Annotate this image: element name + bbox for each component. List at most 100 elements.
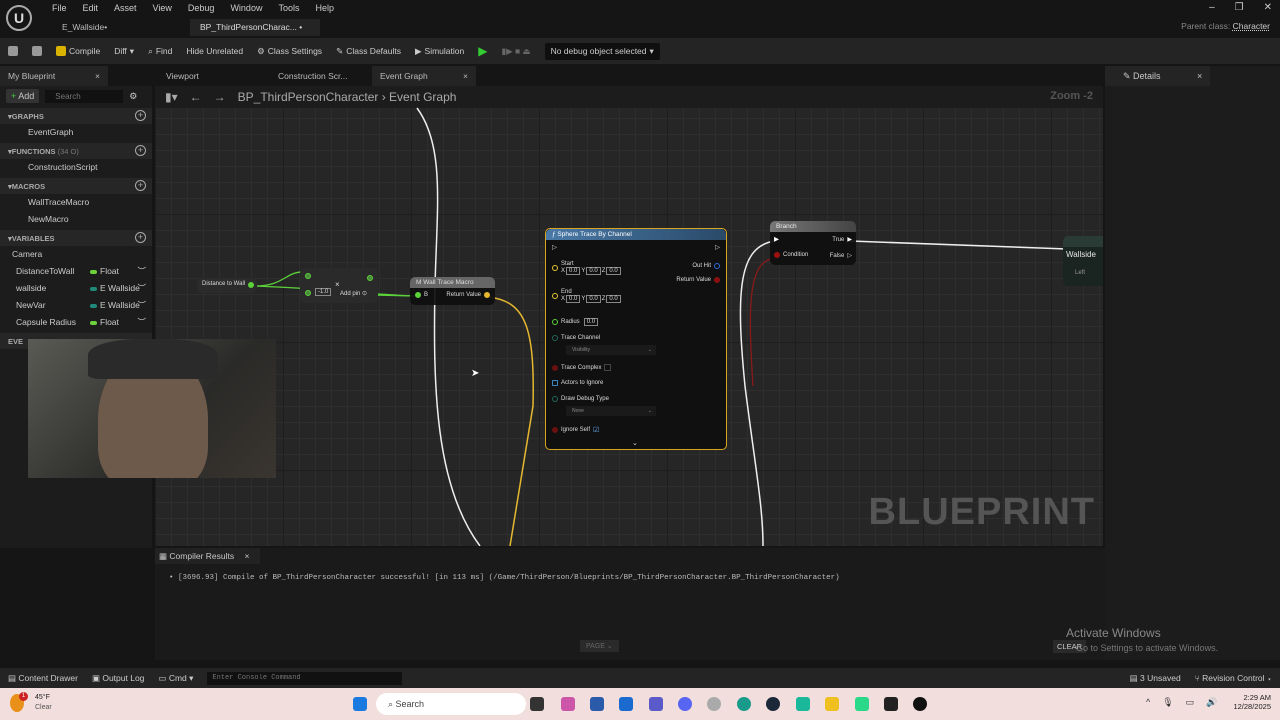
doc-tab-bp-thirdperson[interactable]: BP_ThirdPersonCharac... •: [190, 19, 320, 36]
event-graph-canvas[interactable]: ▮▾ ← → BP_ThirdPersonCharacter › Event G…: [155, 86, 1103, 546]
radius-input[interactable]: 0.0: [583, 318, 599, 326]
simulation-button[interactable]: ▶ Simulation: [415, 45, 465, 57]
draw-debug-dropdown[interactable]: None⌄: [566, 406, 656, 416]
console-input[interactable]: [207, 671, 403, 685]
find-button[interactable]: ⌕ Find: [148, 45, 173, 57]
browse-icon[interactable]: [32, 46, 42, 56]
menu-view[interactable]: View: [152, 3, 172, 13]
tab-viewport[interactable]: Viewport: [166, 71, 199, 81]
function-item[interactable]: ConstructionScript: [28, 162, 98, 172]
enum-pin-icon[interactable]: [552, 396, 558, 402]
diff-button[interactable]: Diff ▾: [114, 45, 135, 57]
add-graph-icon[interactable]: +: [135, 110, 146, 121]
macro-item[interactable]: WallTraceMacro: [28, 197, 90, 207]
x-input[interactable]: 0.0: [566, 267, 581, 275]
breadcrumb-root[interactable]: BP_ThirdPersonCharacter: [237, 90, 379, 104]
y-input[interactable]: 0.0: [586, 267, 601, 275]
output-log-button[interactable]: ▣ Output Log: [91, 672, 145, 683]
bool-pin-icon[interactable]: [552, 364, 558, 371]
doc-tab-e-wallside[interactable]: E_Wallside•: [62, 22, 108, 32]
float-pin-icon[interactable]: [552, 319, 558, 325]
trace-complex-checkbox[interactable]: [604, 364, 612, 371]
class-defaults-button[interactable]: ✎ Class Defaults: [336, 45, 401, 57]
visibility-eye-icon[interactable]: ︶: [137, 300, 146, 310]
section-macros[interactable]: ▾ MACROS+: [0, 178, 152, 194]
tab-my-blueprint[interactable]: My Blueprint ×: [0, 66, 108, 86]
menu-help[interactable]: Help: [315, 3, 334, 13]
z-input[interactable]: 0.0: [606, 295, 621, 303]
menu-tools[interactable]: Tools: [278, 3, 300, 13]
float-pin-icon[interactable]: [305, 290, 311, 296]
section-graphs[interactable]: ▾ GRAPHS+: [0, 108, 152, 124]
bool-pin-icon[interactable]: [714, 277, 720, 283]
bool-pin-icon[interactable]: [552, 427, 558, 433]
task-view-icon[interactable]: [530, 697, 544, 711]
struct-pin-icon[interactable]: [714, 263, 720, 269]
app-icon[interactable]: [707, 697, 721, 711]
bool-pin-icon[interactable]: [774, 252, 780, 258]
close-icon[interactable]: ×: [95, 71, 100, 81]
variable-type[interactable]: Float: [90, 263, 119, 280]
windows-start-icon[interactable]: [353, 697, 367, 711]
wallside-node[interactable]: Wallside Left: [1063, 236, 1103, 286]
unsaved-button[interactable]: ▤ 3 Unsaved: [1129, 672, 1181, 683]
epic-games-icon[interactable]: [884, 697, 898, 711]
copilot-icon[interactable]: [561, 697, 575, 711]
value-input[interactable]: -1.0: [315, 288, 332, 296]
parent-class-link[interactable]: Character: [1232, 21, 1270, 31]
add-function-icon[interactable]: +: [135, 145, 146, 156]
taskbar-search[interactable]: ⌕ Search: [376, 693, 526, 715]
variable-type[interactable]: Float: [90, 314, 119, 331]
menu-edit[interactable]: Edit: [82, 3, 99, 13]
clear-button[interactable]: CLEAR: [1053, 640, 1087, 653]
macro-item[interactable]: NewMacro: [28, 214, 69, 224]
restore-icon[interactable]: ❐: [1234, 2, 1244, 13]
save-icon[interactable]: [8, 46, 18, 56]
add-button[interactable]: + Add: [6, 89, 40, 103]
branch-node[interactable]: Branch ▶ Condition True▶ False▷: [770, 221, 856, 265]
float-pin-icon[interactable]: [305, 273, 311, 279]
add-variable-icon[interactable]: +: [135, 232, 146, 243]
graph-item-eventgraph[interactable]: EventGraph: [28, 127, 74, 137]
back-arrow-icon[interactable]: ←: [189, 90, 202, 104]
menu-window[interactable]: Window: [230, 3, 263, 13]
bookmark-icon[interactable]: ▮▾: [165, 90, 178, 104]
menu-debug[interactable]: Debug: [187, 3, 215, 13]
revision-control-button[interactable]: ⑂ Revision Control ▾: [1194, 673, 1272, 683]
vector-pin-icon[interactable]: [552, 293, 558, 299]
variable-category[interactable]: Camera: [12, 249, 43, 259]
exec-out-pin-icon[interactable]: ▶: [847, 237, 852, 243]
enum-value[interactable]: Left: [1075, 270, 1086, 276]
step-icon[interactable]: ▮▶ ■ ⏏: [501, 45, 531, 56]
visibility-eye-icon[interactable]: ︶: [137, 283, 146, 293]
app-icon[interactable]: [796, 697, 810, 711]
add-pin-button[interactable]: Add pin ⊙: [340, 291, 368, 297]
menu-file[interactable]: File: [52, 3, 67, 13]
page-button[interactable]: PAGE ⌄: [580, 640, 619, 652]
minimize-icon[interactable]: –: [1209, 2, 1215, 13]
tab-construction-script[interactable]: Construction Scr...: [278, 71, 348, 81]
y-input[interactable]: 0.0: [586, 295, 601, 303]
enum-pin-icon[interactable]: [552, 335, 558, 341]
variable-type[interactable]: E Wallside: [90, 297, 140, 314]
close-icon[interactable]: ×: [1197, 71, 1203, 81]
exec-out-pin-icon[interactable]: ▷: [847, 253, 852, 259]
close-icon[interactable]: ×: [244, 551, 250, 561]
menu-asset[interactable]: Asset: [114, 3, 137, 13]
add-macro-icon[interactable]: +: [135, 180, 146, 191]
float-pin-icon[interactable]: [367, 275, 373, 281]
teams-icon[interactable]: [649, 697, 663, 711]
wall-trace-macro-node[interactable]: M Wall Trace Macro B Return Value: [410, 277, 495, 305]
search-input[interactable]: [45, 89, 124, 103]
outlook-icon[interactable]: [619, 697, 633, 711]
ignore-self-checkbox[interactable]: ☑: [593, 427, 600, 434]
distance-to-wall-node[interactable]: Distance to Wall: [197, 278, 257, 293]
trace-channel-dropdown[interactable]: Visibility⌄: [566, 345, 656, 355]
debug-object-select[interactable]: No debug object selected ▾: [544, 42, 660, 60]
z-input[interactable]: 0.0: [606, 267, 621, 275]
bool-pin-icon[interactable]: [484, 292, 490, 298]
